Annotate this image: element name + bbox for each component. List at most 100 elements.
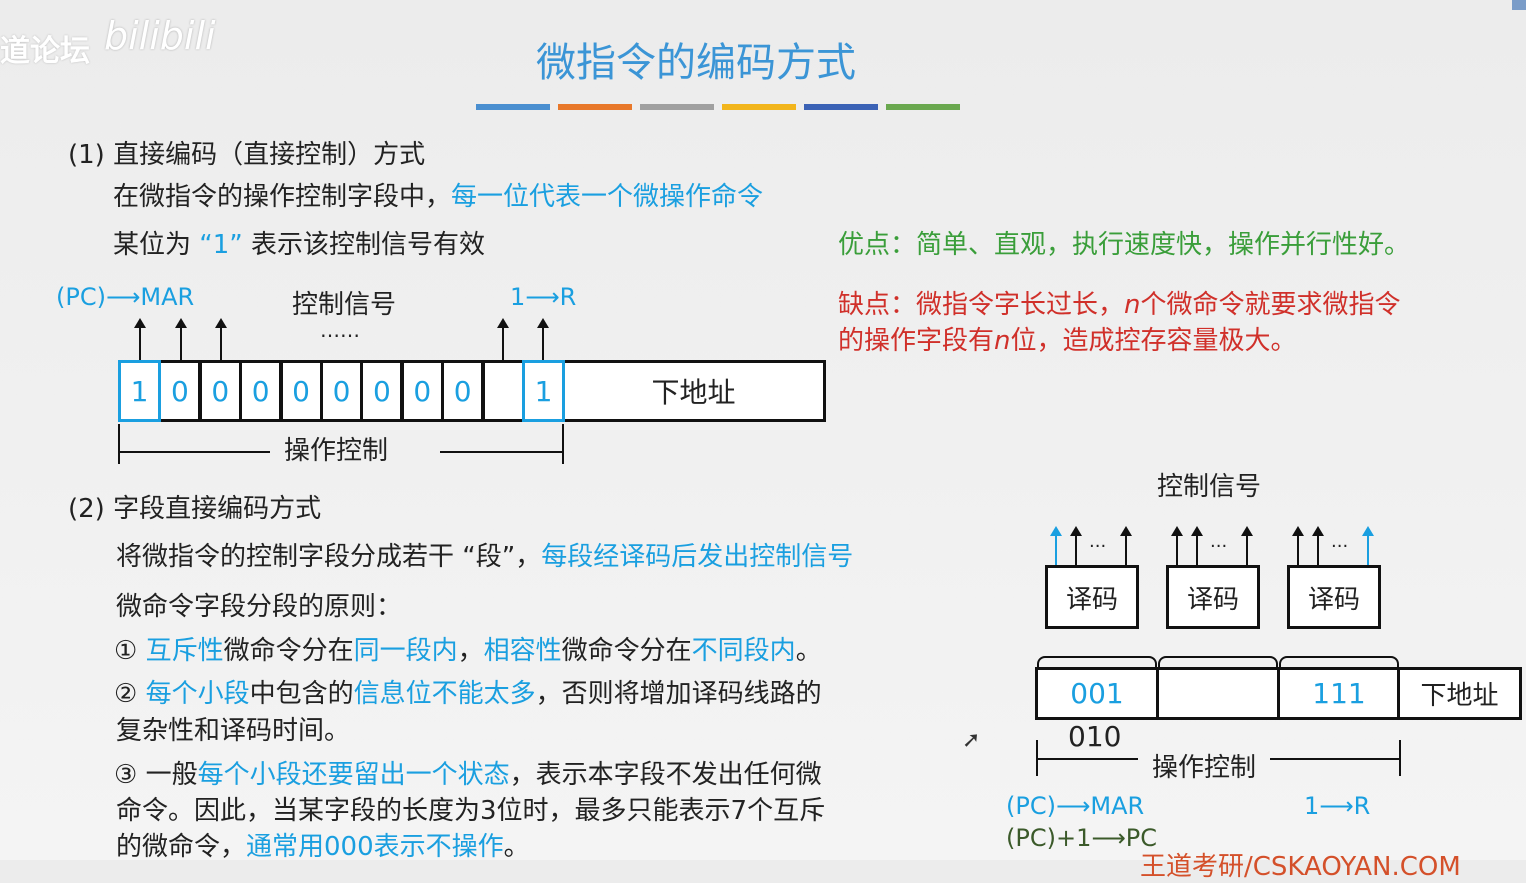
- s1-heading: (1) 直接编码（直接控制）方式: [68, 140, 426, 170]
- cons-text-2: 的操作字段有n位，造成控存容量极大。: [838, 320, 1297, 357]
- dots: ···: [1210, 536, 1228, 557]
- text: 缺点：微指令字长过长，: [838, 290, 1125, 320]
- arrow-up-icon: [497, 318, 509, 361]
- dots: ···: [1331, 536, 1349, 557]
- bit-cell: [481, 360, 525, 422]
- brace: [1158, 656, 1278, 668]
- s1-line1: 在微指令的操作控制字段中，每一位代表一个微操作命令: [113, 176, 763, 213]
- t: 微命令分在: [223, 636, 354, 666]
- bit-cell: 1: [522, 360, 565, 422]
- bit-cell: 0: [279, 360, 323, 422]
- corner-button[interactable]: [1512, 0, 1526, 10]
- field-value: 111: [1312, 677, 1366, 710]
- s2-heading: (2) 字段直接编码方式: [68, 494, 322, 524]
- h: 同一段内: [353, 636, 458, 666]
- t: ，否则将增加译码线路的: [535, 679, 822, 709]
- s2-line2: 微命令字段分段的原则：: [116, 592, 403, 622]
- t: ，表示本字段不发出任何微: [509, 760, 822, 790]
- color-bar-segment: [476, 104, 550, 110]
- arrow-up-icon: [1171, 526, 1183, 565]
- mouse-cursor-icon: ➚: [962, 728, 981, 753]
- cons-text-1: 缺点：微指令字长过长，n个微命令就要求微指令: [838, 284, 1401, 321]
- span-arrow-right: [440, 451, 562, 453]
- bit-value: 0: [332, 374, 351, 408]
- arrow-up-icon: [175, 318, 187, 361]
- text: 个微命令就要求微指令: [1140, 290, 1401, 320]
- arrow-up-icon: [1050, 526, 1062, 565]
- watermark-bottom: 王道考研/CSKAOYAN.COM: [1140, 852, 1461, 882]
- n: n: [994, 326, 1011, 356]
- field-cell: 111: [1277, 667, 1401, 720]
- principle-3-cont: 命令。因此，当某字段的长度为3位时，最多只能表示7个互斥: [116, 796, 826, 826]
- bit-value: 0: [453, 374, 472, 408]
- t: ，: [457, 636, 484, 666]
- label: 译码: [1065, 584, 1118, 615]
- span-arrow-left: [120, 451, 270, 453]
- t: 微命令分在: [561, 636, 692, 666]
- ctrl-signal-label: 控制信号: [292, 290, 397, 320]
- t: ①: [114, 636, 146, 666]
- h: 通常用000表示不操作: [246, 832, 504, 862]
- bit-value: 0: [211, 374, 230, 408]
- text: 某位为: [113, 230, 192, 260]
- highlight: “1”: [199, 230, 243, 260]
- watermark-forum: 道论坛: [0, 34, 90, 69]
- label: 译码: [1186, 584, 1239, 615]
- ctrl-signal-label-2: 控制信号: [1157, 472, 1262, 502]
- op-ctrl-label-2: 操作控制: [1152, 753, 1257, 783]
- bit-cell: 0: [360, 360, 404, 422]
- dots: ……: [320, 318, 360, 342]
- bit-value: 1: [534, 374, 553, 408]
- label: 译码: [1307, 584, 1360, 615]
- h: 不同段内: [691, 636, 796, 666]
- color-bar-segment: [722, 104, 796, 110]
- arrow-up-icon: [1312, 526, 1324, 565]
- bit-cell: 0: [441, 360, 485, 422]
- next-address-field-2: 下地址: [1397, 667, 1522, 720]
- principle-2-cont: 复杂性和译码时间。: [116, 716, 351, 746]
- arrow-up-icon: [1070, 526, 1082, 565]
- dots: ···: [1089, 536, 1107, 557]
- arrow-up-icon: [537, 318, 549, 361]
- divider: [118, 424, 120, 464]
- highlight: 每一位代表一个微操作命令: [451, 182, 764, 212]
- title-color-bar: [476, 104, 960, 110]
- bit-cell: 0: [239, 360, 283, 422]
- label: 下地址: [1420, 681, 1499, 711]
- h: 相容性: [483, 636, 562, 666]
- color-bar-segment: [804, 104, 878, 110]
- divider: [1036, 740, 1038, 776]
- bit-cell: 1: [118, 360, 161, 422]
- label: 下地址: [651, 376, 736, 409]
- arrow-up-icon: [1241, 526, 1253, 565]
- brace: [1279, 656, 1399, 668]
- bit-value: 0: [372, 374, 391, 408]
- h: 互斥性: [145, 636, 224, 666]
- principle-2: ② 每个小段中包含的信息位不能太多，否则将增加译码线路的: [114, 673, 822, 710]
- bilibili-logo: bilibili: [104, 14, 216, 58]
- bit-value: 1: [130, 374, 149, 408]
- pc-mar-label-2: (PC)⟶MAR: [1006, 792, 1145, 820]
- text: 位，造成控存容量极大。: [1010, 326, 1297, 356]
- principle-1: ① 互斥性微命令分在同一段内，相容性微命令分在不同段内。: [114, 630, 822, 667]
- pros-text: 优点：简单、直观，执行速度快，操作并行性好。: [838, 230, 1411, 260]
- one-r-label-2: 1⟶R: [1304, 792, 1371, 820]
- h: 每个小段: [145, 679, 250, 709]
- text: 在微指令的操作控制字段中，: [113, 182, 452, 212]
- text: 表示该控制信号有效: [251, 230, 486, 260]
- bit-cell: 0: [320, 360, 363, 422]
- brace: [1037, 656, 1157, 668]
- t: 的微命令，: [116, 832, 247, 862]
- arrow-up-icon: [215, 318, 227, 361]
- color-bar-segment: [558, 104, 632, 110]
- t: 中包含的: [249, 679, 354, 709]
- bit-value: 0: [413, 374, 432, 408]
- principle-3-cont2: 的微命令，通常用000表示不操作。: [116, 826, 530, 863]
- bit-value: 0: [251, 374, 270, 408]
- decoder-box: 译码: [1166, 565, 1260, 629]
- t: 。: [795, 636, 822, 666]
- h: 信息位不能太多: [353, 679, 536, 709]
- text: 的操作字段有: [838, 326, 995, 356]
- arrow-up-icon: [1120, 526, 1132, 565]
- slide-title: 微指令的编码方式: [536, 40, 856, 86]
